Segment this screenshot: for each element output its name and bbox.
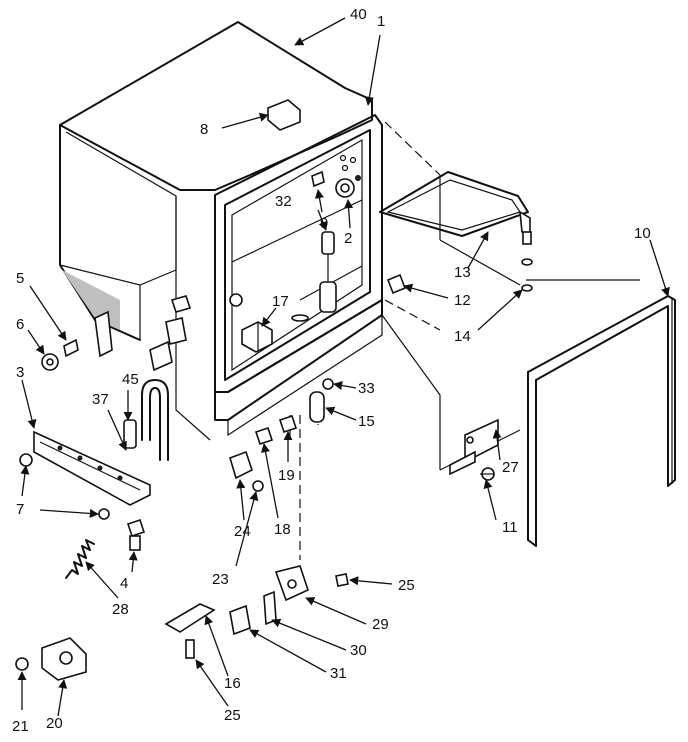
bearing-2 (335, 175, 361, 198)
rack-rail-13 (379, 171, 533, 292)
screw-11 (480, 467, 495, 481)
callout-15: 15 (358, 413, 375, 430)
callout-14: 14 (454, 328, 471, 345)
hose-37 (123, 379, 169, 461)
screw-21 (15, 657, 29, 671)
callout-21: 21 (12, 718, 29, 735)
callout-1: 1 (377, 13, 385, 30)
callout-25-top: 25 (398, 577, 415, 594)
callout-23: 23 (212, 571, 229, 588)
link-30 (263, 590, 277, 626)
bracket-27 (449, 418, 499, 476)
callout-10: 10 (634, 225, 651, 242)
callout-11: 11 (502, 519, 518, 536)
callout-28: 28 (112, 601, 129, 618)
callout-31: 31 (330, 665, 347, 682)
screw-25a (335, 573, 349, 587)
callout-4: 4 (120, 575, 128, 592)
nut-18 (254, 426, 274, 446)
callout-18: 18 (274, 521, 291, 538)
callout-9: 9 (320, 215, 328, 232)
tub-front-frame (214, 114, 383, 437)
callout-6: 6 (16, 316, 24, 333)
tub-detail-items (94, 293, 243, 372)
hinge-20 (41, 637, 87, 681)
switch-24 (229, 450, 264, 492)
hinge-29 (274, 565, 309, 602)
side-rail-10 (527, 295, 676, 547)
callout-17: 17 (272, 293, 289, 310)
leg-4 (126, 518, 146, 551)
callout-labels: 40 1 8 9 2 32 10 13 12 14 17 5 6 3 45 37… (12, 6, 651, 735)
callout-45: 45 (122, 371, 139, 388)
callout-5: 5 (16, 270, 24, 287)
tube-32 (319, 231, 337, 313)
fitting-12 (386, 273, 407, 295)
callout-13: 13 (454, 264, 471, 281)
spring-28 (65, 539, 95, 579)
arm-16 (164, 603, 216, 659)
callout-8: 8 (200, 121, 208, 138)
callout-29: 29 (372, 616, 389, 633)
bracket-3 (33, 430, 151, 506)
callout-30: 30 (350, 642, 367, 659)
nut-19 (278, 414, 298, 434)
callout-12: 12 (454, 292, 471, 309)
leader-lines (17, 17, 670, 717)
callout-16: 16 (224, 675, 241, 692)
callout-25-bottom: 25 (224, 707, 241, 724)
float-15 (309, 391, 325, 423)
callout-7: 7 (16, 501, 24, 518)
callout-3: 3 (16, 364, 24, 381)
fitting-33 (322, 378, 334, 390)
plate-31 (229, 604, 251, 636)
callout-20: 20 (46, 715, 63, 732)
callout-27: 27 (502, 459, 519, 476)
screw-9 (311, 170, 325, 188)
washer-6 (41, 353, 59, 371)
clip-8 (267, 99, 301, 131)
callout-33: 33 (358, 380, 375, 397)
screw-7 (19, 453, 110, 520)
callout-24: 24 (234, 523, 251, 540)
callout-2: 2 (344, 230, 352, 247)
side-frame-outline (381, 175, 640, 471)
callout-37: 37 (92, 391, 109, 408)
heater-clip-17 (241, 314, 309, 353)
screw-5 (63, 338, 79, 358)
callout-32: 32 (275, 193, 292, 210)
callout-40: 40 (350, 6, 367, 23)
callout-19: 19 (278, 467, 295, 484)
